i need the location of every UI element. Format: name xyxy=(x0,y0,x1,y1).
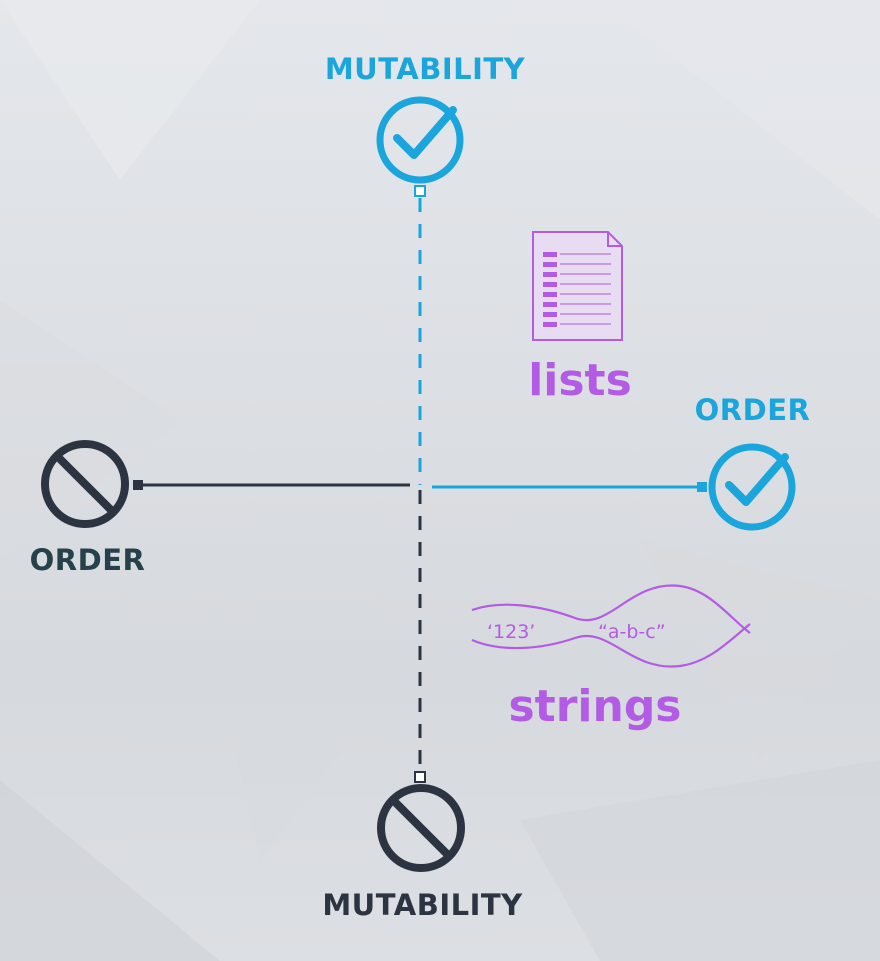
string-example-text: “a-b-c” xyxy=(598,621,666,643)
bottom-axis-label: MUTABILITY xyxy=(322,888,523,922)
document-list-icon xyxy=(532,231,623,341)
left-axis-label: ORDER xyxy=(29,543,146,577)
check-circle-icon xyxy=(376,96,464,184)
right-axis-label: ORDER xyxy=(694,393,811,427)
top-connector xyxy=(414,185,426,197)
check-circle-icon xyxy=(708,443,796,531)
string-example-number: ‘123’ xyxy=(487,621,535,643)
no-symbol-icon xyxy=(41,440,129,528)
top-axis-label: MUTABILITY xyxy=(324,52,526,86)
right-connector xyxy=(697,482,707,492)
left-connector xyxy=(133,480,143,490)
string-wave-icon xyxy=(471,584,751,668)
no-symbol-icon xyxy=(377,784,465,872)
strings-label: strings xyxy=(508,681,682,732)
lists-label: lists xyxy=(528,355,632,406)
bottom-connector xyxy=(414,771,426,783)
